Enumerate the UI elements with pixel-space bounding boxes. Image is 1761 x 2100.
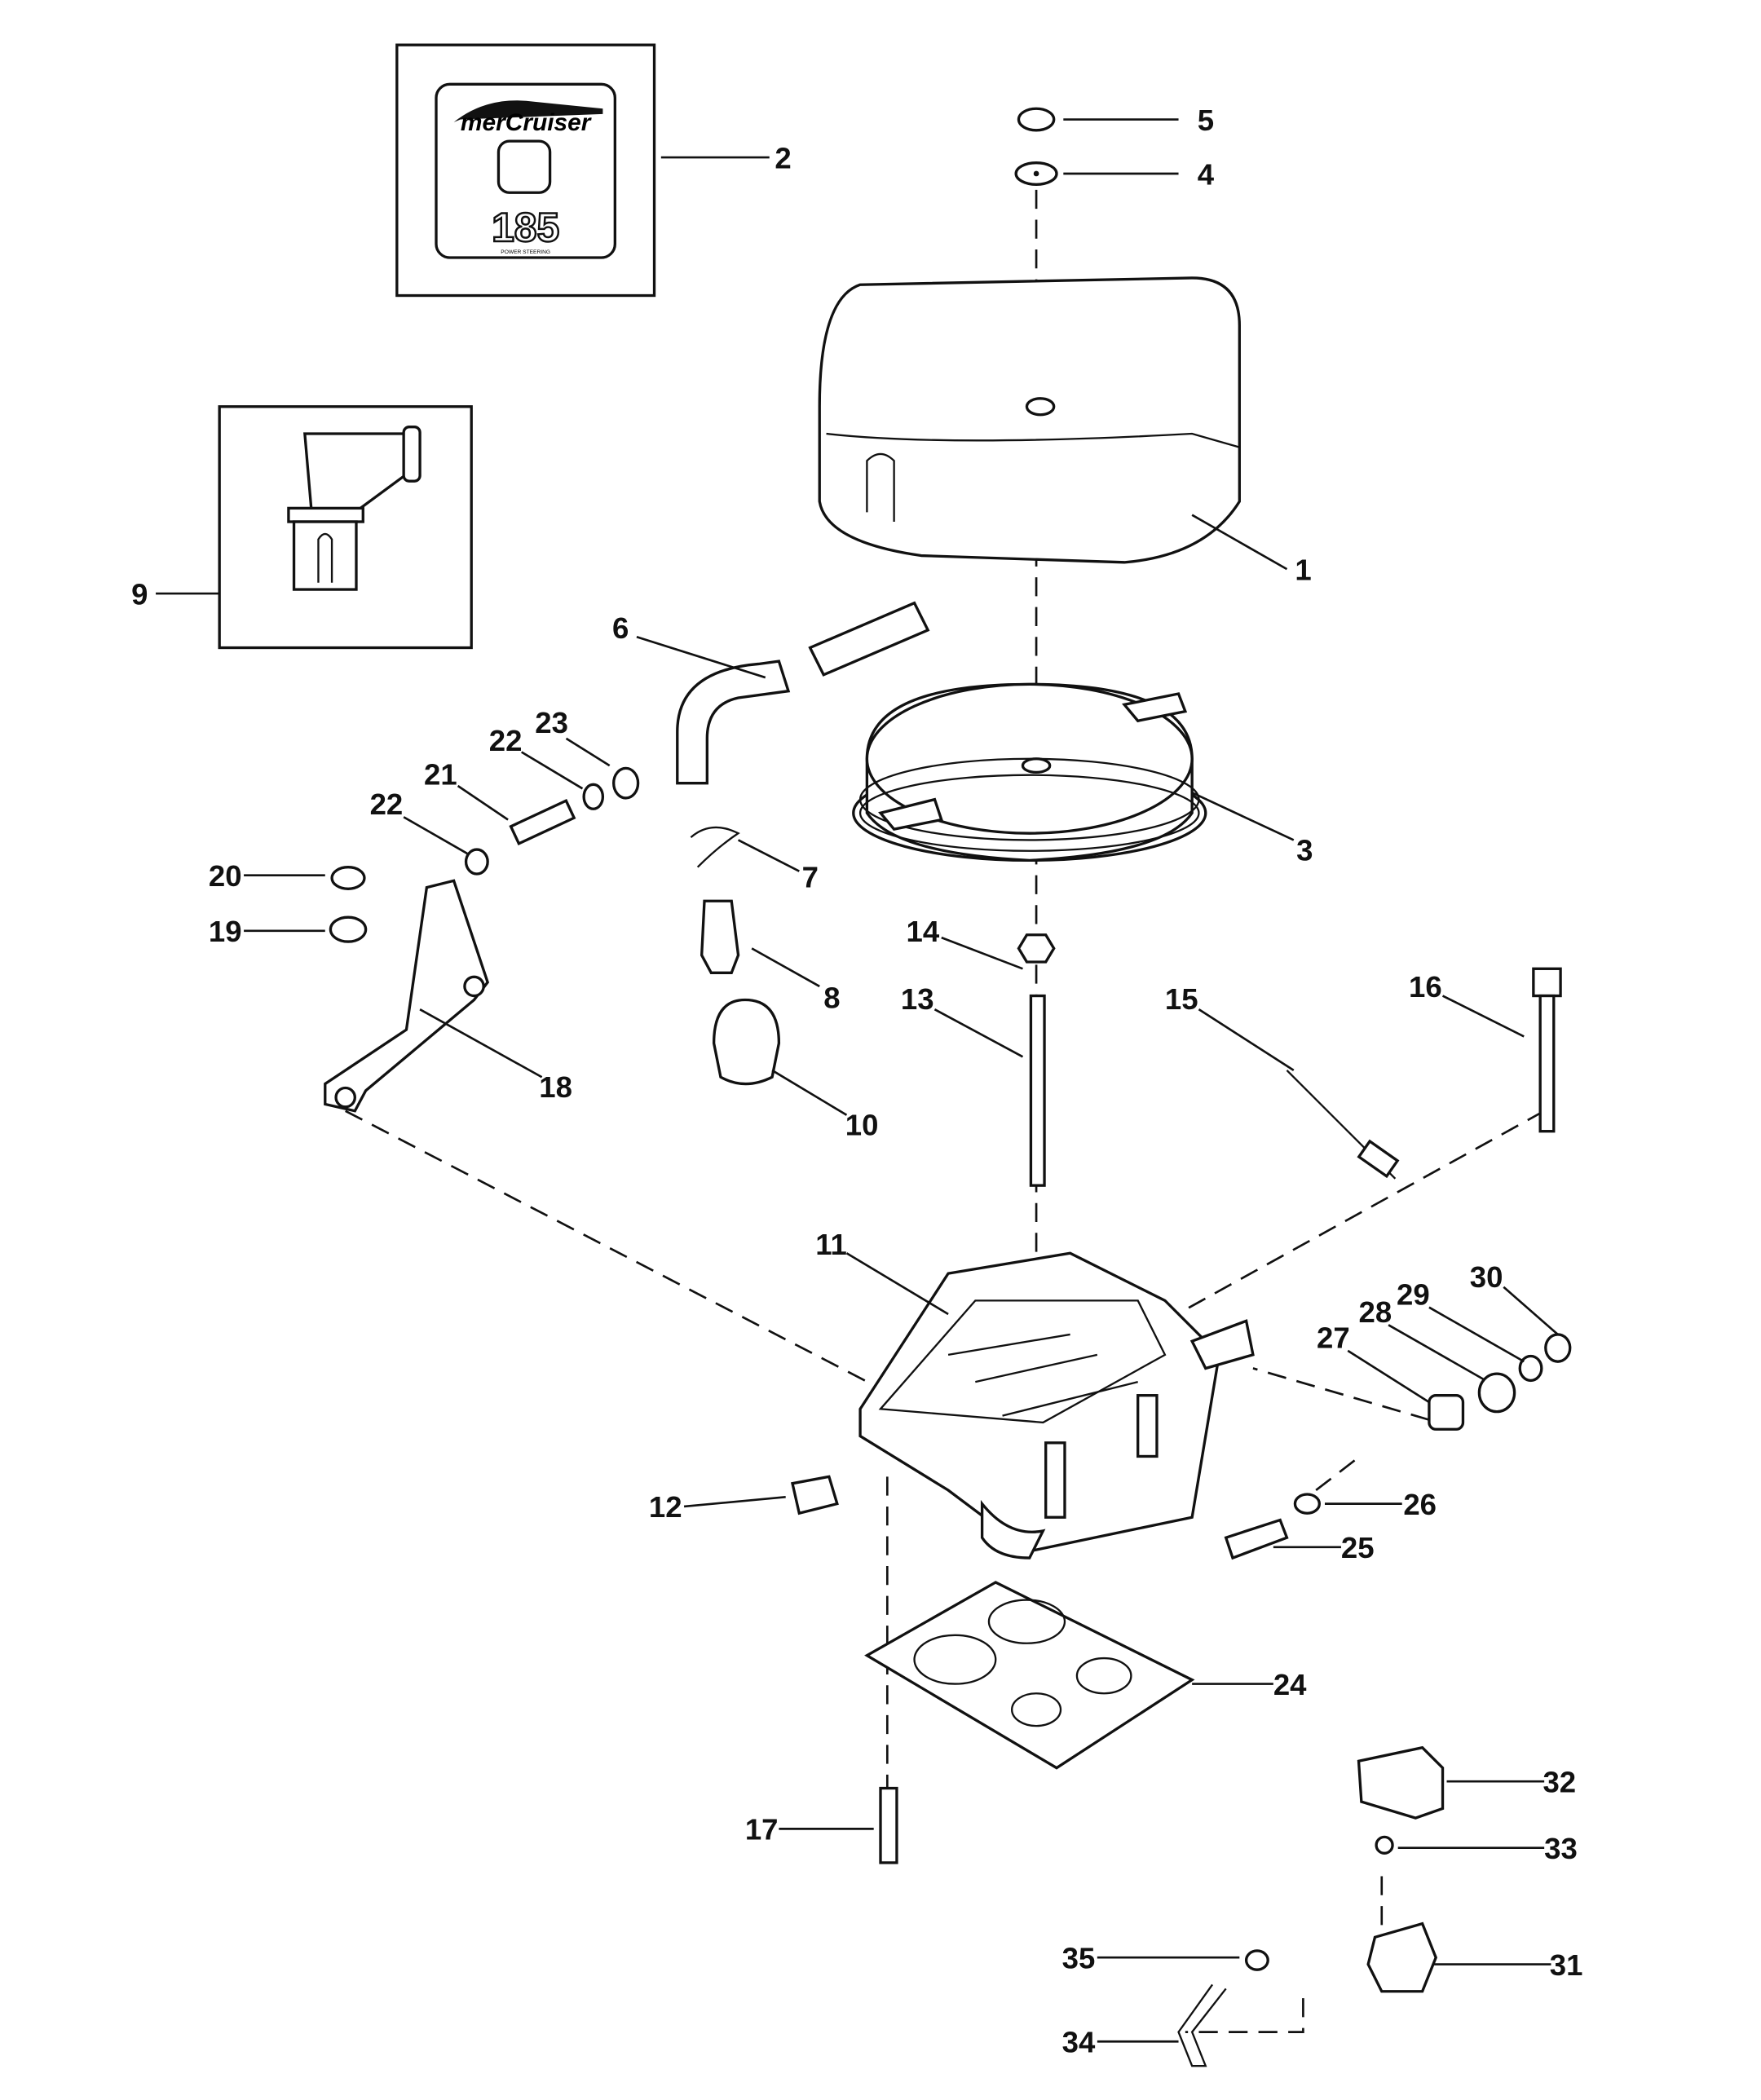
- callout-12: 12: [649, 1490, 682, 1524]
- bracket: [324, 879, 490, 1113]
- callout-25: 25: [1341, 1531, 1375, 1564]
- callout-labels: 1 2 3 4 5 6 7 8 9 10 11 12 13 14 15 16 1…: [131, 104, 1582, 2059]
- callout-24: 24: [1273, 1668, 1307, 1701]
- logo-model: 185: [492, 205, 559, 250]
- logo-subtitle: POWER STEERING: [501, 249, 550, 255]
- decal-inset: merCruiser 185 POWER STEERING: [395, 43, 656, 298]
- callout-3: 3: [1296, 833, 1313, 867]
- callout-10: 10: [845, 1109, 879, 1142]
- callout-22-upper: 22: [489, 724, 523, 757]
- callout-27: 27: [1317, 1321, 1350, 1355]
- callout-9: 9: [131, 577, 148, 611]
- callout-19: 19: [209, 915, 242, 948]
- nut-and-washer: [1014, 107, 1058, 186]
- callout-14: 14: [907, 915, 940, 948]
- small-hardware: [329, 766, 1572, 2067]
- callout-16: 16: [1409, 970, 1442, 1004]
- callout-18: 18: [539, 1070, 572, 1104]
- fitting-inset: [218, 405, 473, 650]
- air-cleaner-cover: [818, 276, 1241, 564]
- callout-32: 32: [1543, 1766, 1576, 1799]
- callout-1: 1: [1295, 553, 1311, 586]
- callout-5: 5: [1198, 104, 1214, 137]
- callout-29: 29: [1397, 1277, 1430, 1311]
- callout-23: 23: [535, 706, 568, 739]
- leader-lines: [156, 118, 1559, 2043]
- air-filter: [852, 682, 1207, 862]
- callout-33: 33: [1544, 1832, 1578, 1865]
- callout-8: 8: [823, 981, 840, 1014]
- callout-35: 35: [1062, 1942, 1096, 1975]
- carburetor: [858, 1251, 1255, 1560]
- callout-22-lower: 22: [370, 788, 404, 821]
- callout-4: 4: [1198, 157, 1215, 191]
- logo-brand: merCruiser: [461, 109, 592, 136]
- callout-6: 6: [612, 611, 629, 645]
- callout-28: 28: [1359, 1295, 1392, 1329]
- callout-26: 26: [1403, 1488, 1437, 1521]
- callout-21: 21: [424, 757, 457, 791]
- callout-30: 30: [1470, 1260, 1503, 1294]
- callout-7: 7: [802, 861, 819, 894]
- callout-13: 13: [901, 982, 934, 1016]
- callout-15: 15: [1165, 982, 1198, 1016]
- callout-31: 31: [1550, 1948, 1583, 1982]
- callout-11: 11: [815, 1228, 847, 1261]
- callout-17: 17: [745, 1813, 779, 1846]
- callout-34: 34: [1062, 2026, 1096, 2059]
- gasket: [864, 1581, 1195, 1770]
- callout-20: 20: [209, 859, 242, 893]
- callout-2: 2: [775, 141, 791, 174]
- hose: [676, 601, 930, 785]
